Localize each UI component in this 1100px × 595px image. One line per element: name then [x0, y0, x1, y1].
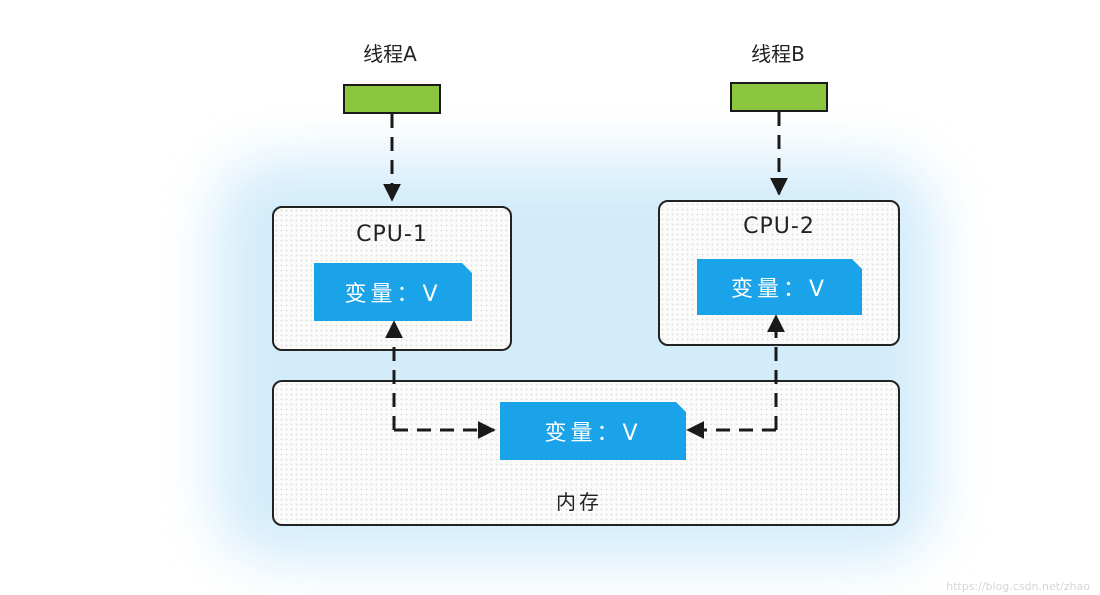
cpu-1-label: CPU-1 [356, 222, 428, 247]
memory-box: 变量：V 内存 [272, 380, 900, 526]
thread-b-bar [730, 82, 828, 112]
cpu-1-box: CPU-1 变量：V [272, 206, 512, 351]
cpu-2-label: CPU-2 [743, 214, 815, 239]
memory-variable: 变量：V [500, 402, 686, 460]
thread-a-bar [343, 84, 441, 114]
cpu-2-variable: 变量：V [697, 259, 862, 315]
thread-a-label: 线程A [363, 42, 417, 66]
watermark: https://blog.csdn.net/zhao [946, 580, 1090, 593]
memory-label: 内存 [556, 490, 602, 514]
cpu-1-variable: 变量：V [314, 263, 472, 321]
thread-b-label: 线程B [751, 42, 805, 66]
